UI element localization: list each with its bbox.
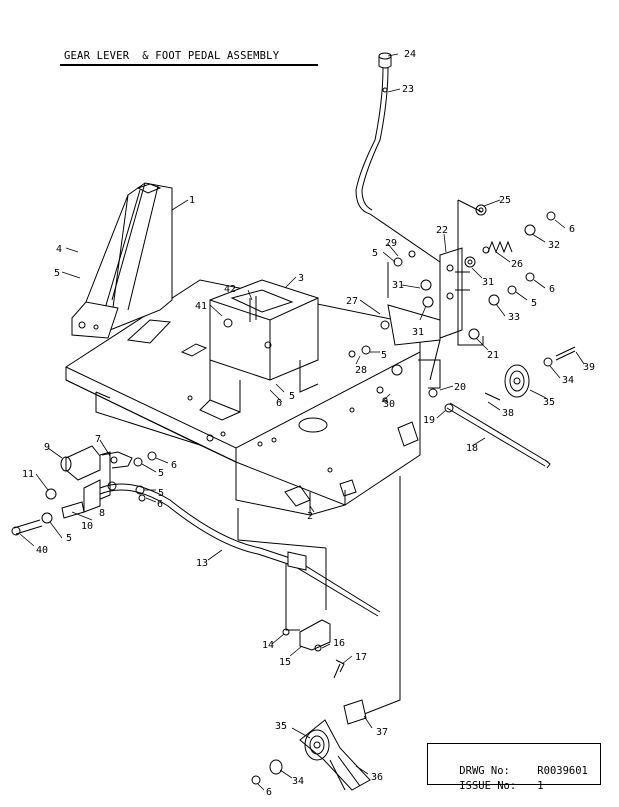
callout-11: 11 — [22, 469, 34, 480]
gear-lever-tower — [71, 182, 173, 339]
callout-40: 40 — [36, 545, 48, 556]
callout-6-a: 6 — [569, 224, 575, 235]
callout-19: 19 — [423, 415, 435, 426]
callout-38: 38 — [502, 408, 514, 419]
callout-35-b: 35 — [275, 721, 287, 732]
callout-27: 27 — [346, 296, 358, 307]
callout-10: 10 — [81, 521, 93, 532]
callout-16: 16 — [333, 638, 345, 649]
callout-8: 8 — [99, 508, 105, 519]
callout-5-b: 5 — [372, 248, 378, 259]
pedal-lever — [11, 445, 157, 536]
callout-41: 41 — [195, 301, 207, 312]
callout-22: 22 — [436, 225, 448, 236]
callout-26: 26 — [511, 259, 523, 270]
callout-14: 14 — [262, 640, 274, 651]
callout-labels: 1 2 3 4 5 5 5 5 5 5 5 5 6 6 6 6 6 6 7 8 … — [22, 49, 595, 798]
callout-39: 39 — [583, 362, 595, 373]
callout-34-b: 34 — [292, 776, 304, 787]
callout-6-d: 6 — [171, 460, 177, 471]
callout-35-a: 35 — [543, 397, 555, 408]
issue-number-label: ISSUE No: — [459, 780, 517, 792]
cross-shaft-18 — [446, 392, 551, 469]
callout-6-f: 6 — [266, 787, 272, 798]
callout-31-a: 31 — [392, 280, 404, 291]
callout-5-f: 5 — [158, 468, 164, 479]
callout-37: 37 — [376, 727, 388, 738]
drive-arm-lower — [251, 476, 401, 791]
leader-lines — [19, 53, 585, 791]
callout-15: 15 — [279, 657, 291, 668]
drawing-number-row: DRWG No: R0039601 — [434, 753, 588, 789]
callout-25: 25 — [499, 195, 511, 206]
callout-31-c: 31 — [482, 277, 494, 288]
callout-4: 4 — [56, 244, 62, 255]
control-rod-13 — [99, 483, 381, 617]
callout-31-b: 31 — [412, 327, 424, 338]
drawing-number-value: R0039601 — [537, 765, 588, 777]
callout-24: 24 — [404, 49, 416, 60]
callout-5-a: 5 — [54, 268, 60, 279]
chassis-plate — [65, 279, 421, 516]
callout-6-c: 6 — [276, 398, 282, 409]
callout-18: 18 — [466, 443, 478, 454]
spring-26 — [482, 240, 513, 254]
callout-6-e: 6 — [157, 499, 163, 510]
callout-5-h: 5 — [66, 533, 72, 544]
title-underline — [60, 64, 318, 66]
callout-30: 30 — [383, 399, 395, 410]
callout-5-g: 5 — [158, 488, 164, 499]
callout-28: 28 — [355, 365, 367, 376]
gear-lever-rod — [355, 52, 441, 263]
issue-number-row: ISSUE No: 1 — [434, 768, 544, 804]
drawing-title: GEAR LEVER & FOOT PEDAL ASSEMBLY — [64, 50, 280, 62]
callout-5-c: 5 — [531, 298, 537, 309]
callout-29: 29 — [385, 238, 397, 249]
callout-6-b: 6 — [549, 284, 555, 295]
pedal-box-bracket — [199, 279, 319, 421]
hardware-right — [348, 204, 556, 413]
pulley-35-upper — [504, 346, 576, 398]
callout-33: 33 — [508, 312, 520, 323]
callout-5-d: 5 — [381, 350, 387, 361]
callout-20: 20 — [454, 382, 466, 393]
lower-linkage — [282, 564, 345, 679]
issue-number-value: 1 — [537, 780, 544, 792]
callout-5-e: 5 — [289, 391, 295, 402]
callout-2: 2 — [307, 511, 313, 522]
callout-1: 1 — [189, 195, 195, 206]
callout-7: 7 — [95, 434, 101, 445]
callout-42: 42 — [224, 284, 236, 295]
callout-21: 21 — [487, 350, 499, 361]
callout-13: 13 — [196, 558, 208, 569]
callout-17: 17 — [355, 652, 367, 663]
callout-32: 32 — [548, 240, 560, 251]
callout-23: 23 — [402, 84, 414, 95]
callout-36: 36 — [371, 772, 383, 783]
gear-change-plate — [387, 199, 484, 389]
drawing-number-label: DRWG No: — [459, 765, 510, 777]
callout-3: 3 — [298, 273, 304, 284]
callout-9: 9 — [44, 442, 50, 453]
callout-34-a: 34 — [562, 375, 574, 386]
title-block: DRWG No: R0039601 ISSUE No: 1 — [427, 743, 601, 792]
